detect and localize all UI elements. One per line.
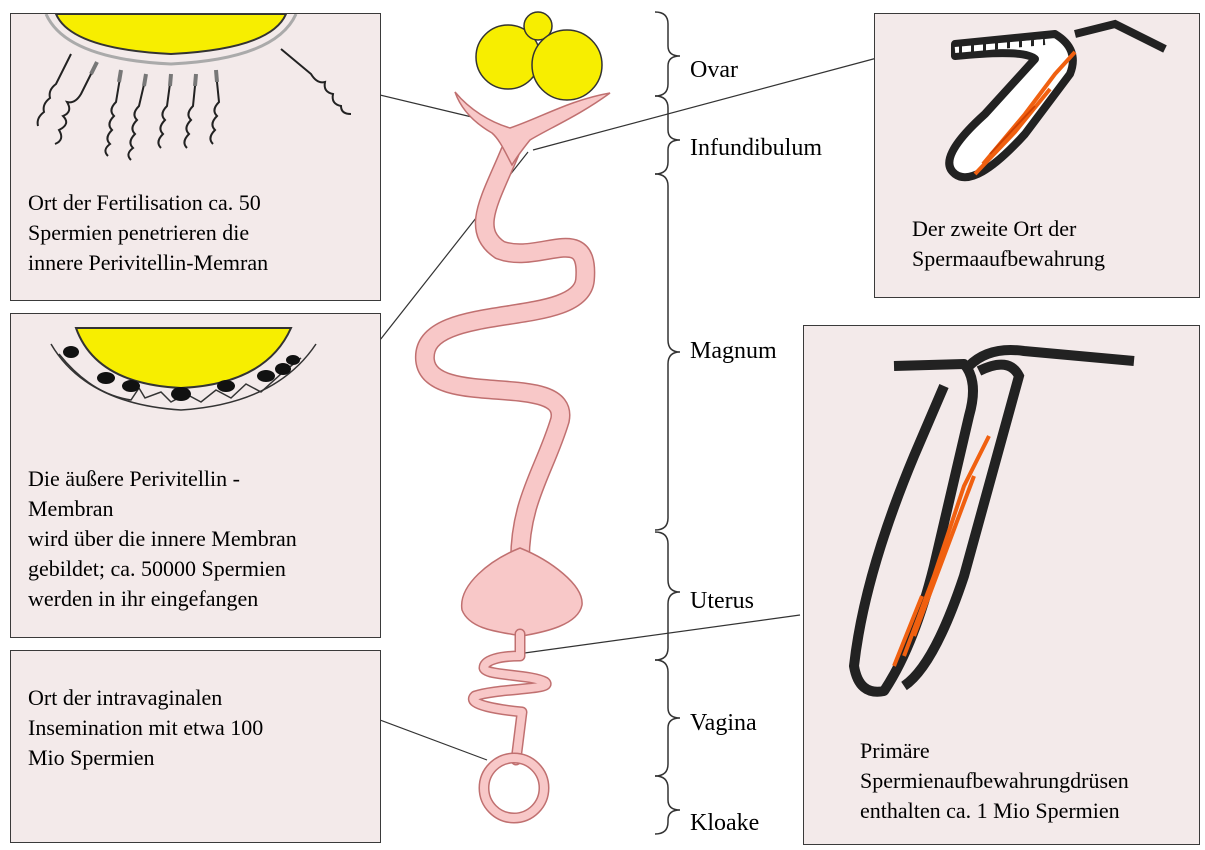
second-storage-text-line-1: Der zweite Ort der xyxy=(912,214,1105,244)
insemination-text-line-3: Mio Spermien xyxy=(28,743,263,773)
region-label-ovar: Ovar xyxy=(690,57,738,84)
brace-kloake xyxy=(655,776,680,834)
perivitellin-text-line-1: Die äußere Perivitellin - xyxy=(28,464,297,494)
perivitellin-membrane-illustration xyxy=(11,314,380,434)
egg-sperm-penetration-illustration xyxy=(11,14,380,174)
perivitellin-text-line-4: gebildet; ca. 50000 Spermien xyxy=(28,554,297,584)
region-label-magnum: Magnum xyxy=(690,338,777,365)
brace-infundibulum xyxy=(655,96,680,174)
insemination-text-line-1: Ort der intravaginalen xyxy=(28,683,263,713)
region-braces xyxy=(655,12,680,834)
connector-insemination xyxy=(380,720,487,760)
fertilisation-text-line-2: Spermien penetrieren die xyxy=(28,218,268,248)
region-label-infundibulum: Infundibulum xyxy=(690,135,822,162)
region-label-vagina: Vagina xyxy=(690,710,757,737)
follicle-3 xyxy=(532,30,602,100)
primary-storage-box: Primäre Spermienaufbewahrungdrüsen entha… xyxy=(803,325,1200,845)
insemination-text-line-2: Insemination mit etwa 100 xyxy=(28,713,263,743)
perivitellin-text-line-2: Membran xyxy=(28,494,297,524)
primary-storage-text-line-2: Spermienaufbewahrungdrüsen xyxy=(860,766,1129,796)
primary-storage-text-line-1: Primäre xyxy=(860,736,1129,766)
second-storage-box: Der zweite Ort der Spermaaufbewahrung xyxy=(874,13,1200,298)
fertilisation-box: Ort der Fertilisation ca. 50 Spermien pe… xyxy=(10,13,381,301)
brace-uterus xyxy=(655,532,680,660)
perivitellin-text-line-3: wird über die innere Membran xyxy=(28,524,297,554)
second-storage-gland-illustration xyxy=(875,14,1199,204)
insemination-box: Ort der intravaginalen Insemination mit … xyxy=(10,650,381,843)
second-storage-text-line-2: Spermaaufbewahrung xyxy=(912,244,1105,274)
region-label-kloake: Kloake xyxy=(690,810,759,837)
fertilisation-text-line-1: Ort der Fertilisation ca. 50 xyxy=(28,188,268,218)
brace-magnum xyxy=(655,174,680,530)
perivitellin-box: Die äußere Perivitellin - Membran wird ü… xyxy=(10,313,381,638)
brace-ovar xyxy=(655,12,680,96)
ovary-follicles xyxy=(476,12,602,100)
primary-storage-gland-illustration xyxy=(804,326,1199,706)
primary-storage-text-line-3: enthalten ca. 1 Mio Spermien xyxy=(860,796,1129,826)
fertilisation-text-line-3: innere Perivitellin-Memran xyxy=(28,248,268,278)
perivitellin-text-line-5: werden in ihr eingefangen xyxy=(28,584,297,614)
oviduct xyxy=(425,92,610,818)
brace-vagina xyxy=(655,660,680,776)
region-label-uterus: Uterus xyxy=(690,588,754,615)
